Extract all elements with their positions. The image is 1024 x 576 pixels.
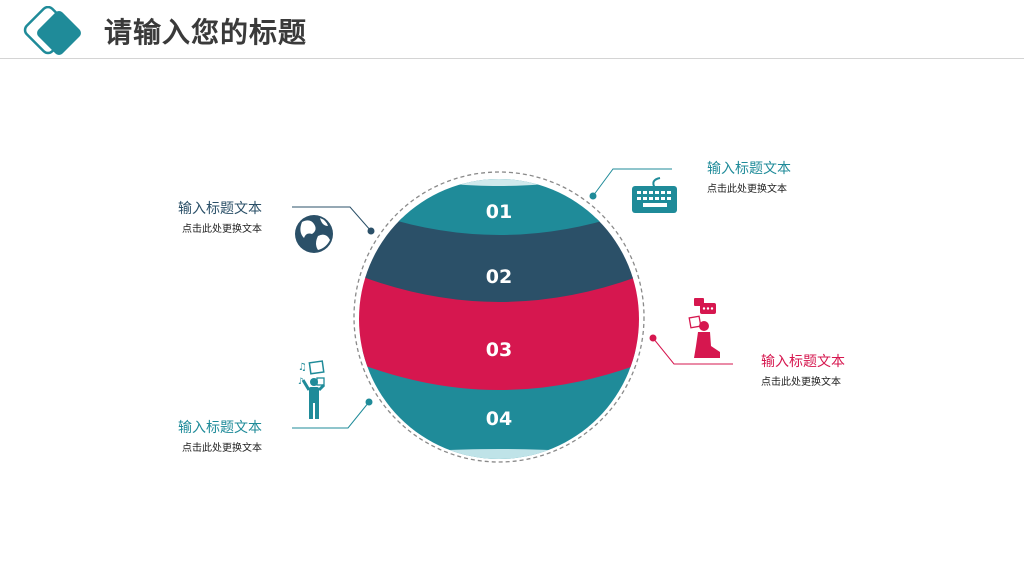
label-top-right: 输入标题文本 点击此处更换文本	[707, 160, 847, 197]
label-subtitle: 点击此处更换文本	[182, 224, 262, 235]
person-media-icon: ♫ ♪	[298, 360, 326, 419]
segment-label-03: 03	[486, 339, 512, 361]
keyboard-icon	[632, 177, 677, 213]
connector-bottom-right	[649, 334, 733, 365]
dashed-outline	[353, 171, 645, 463]
segment-label-04: 04	[486, 408, 512, 430]
page-title: 请输入您的标题	[104, 16, 308, 49]
label-title: 输入标题文本	[178, 420, 262, 436]
svg-text:♪: ♪	[298, 377, 304, 387]
segment-label-02: 02	[486, 266, 512, 288]
label-title: 输入标题文本	[707, 161, 791, 177]
logo-icon	[23, 6, 81, 55]
svg-text:♫: ♫	[298, 362, 307, 373]
label-subtitle: 点击此处更换文本	[761, 377, 841, 388]
label-subtitle: 点击此处更换文本	[182, 443, 262, 454]
sphere-segment-03	[359, 270, 639, 390]
label-title: 输入标题文本	[761, 354, 845, 370]
person-chat-icon	[688, 298, 720, 358]
connector-top-left	[292, 206, 375, 235]
globe-icon	[295, 215, 333, 253]
label-title: 输入标题文本	[178, 201, 262, 217]
label-top-left: 输入标题文本 点击此处更换文本	[140, 200, 262, 237]
label-subtitle: 点击此处更换文本	[707, 184, 787, 195]
label-bottom-left: 输入标题文本 点击此处更换文本	[140, 419, 262, 456]
connector-bottom-left	[292, 398, 373, 429]
title-divider	[0, 58, 1024, 59]
connector-top-right	[589, 168, 672, 200]
label-bottom-right: 输入标题文本 点击此处更换文本	[761, 353, 901, 390]
segment-label-01: 01	[486, 201, 512, 223]
sphere-segment-01	[359, 179, 639, 235]
